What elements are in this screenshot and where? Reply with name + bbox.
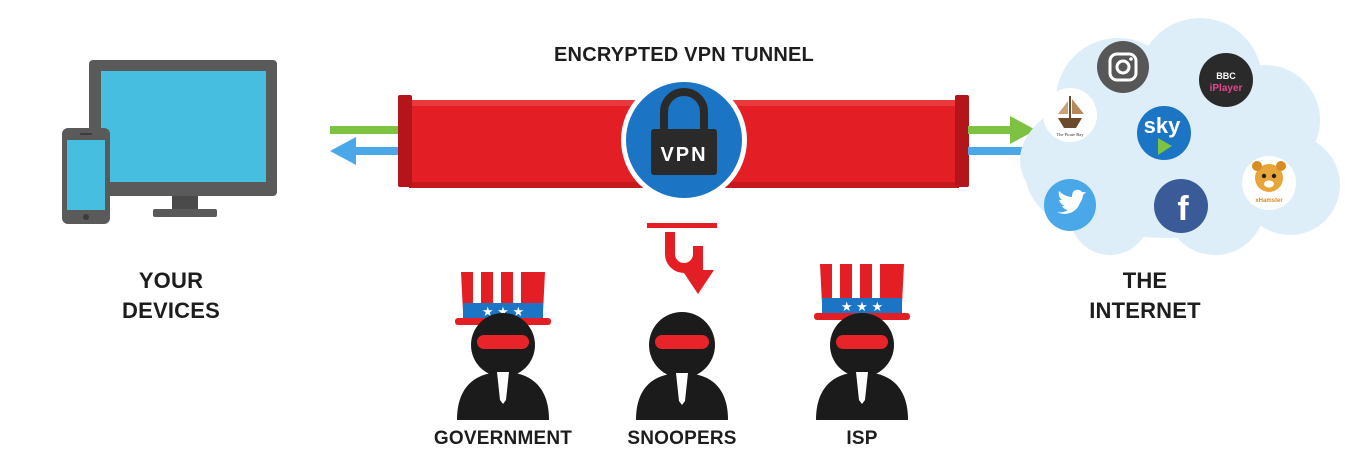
- sky-text: sky: [1144, 113, 1181, 138]
- facebook-text: f: [1177, 190, 1189, 228]
- svg-text:★ ★ ★: ★ ★ ★: [841, 299, 883, 314]
- pirate-bay-text: The Pirate Bay: [1057, 132, 1085, 137]
- twitter-icon: [1044, 179, 1096, 231]
- xhamster-icon: xHamster: [1242, 156, 1296, 210]
- pirate-bay-icon: The Pirate Bay: [1043, 88, 1097, 142]
- devices-illustration: [62, 60, 277, 224]
- iplayer-text: iPlayer: [1210, 83, 1243, 94]
- bbc-iplayer-icon: BBC iPlayer: [1199, 53, 1253, 107]
- bbc-text: BBC: [1216, 71, 1236, 81]
- devices-label-line1: YOUR: [138, 268, 204, 293]
- left-arrows: [330, 126, 400, 165]
- monitor-icon: [89, 60, 277, 217]
- instagram-icon: [1097, 41, 1149, 93]
- incoming-arrow-right: [968, 147, 1034, 155]
- vpn-lock-label: VPN: [660, 144, 707, 166]
- right-arrows: [968, 116, 1036, 155]
- smartphone-icon: [62, 128, 110, 224]
- incoming-arrow-shaft: [352, 147, 400, 155]
- deflect-arrow-icon: [647, 223, 717, 294]
- vpn-lock-icon: [621, 77, 747, 203]
- isp-label: ISP: [846, 428, 878, 449]
- facebook-icon: f: [1154, 179, 1208, 233]
- outgoing-arrow-shaft: [968, 126, 1014, 134]
- tunnel-cap-left: [398, 95, 412, 187]
- snoopers-figure: [636, 312, 728, 420]
- outgoing-arrow-head: [1010, 116, 1036, 144]
- government-figure: ★ ★ ★: [455, 272, 551, 420]
- tunnel-cap-right: [955, 95, 969, 187]
- government-label: GOVERNMENT: [433, 428, 573, 449]
- sky-icon: sky: [1137, 106, 1191, 160]
- tunnel-title: ENCRYPTED VPN TUNNEL: [554, 44, 814, 66]
- uncle-sam-hat-icon: ★ ★ ★: [814, 264, 910, 320]
- internet-label-line2: INTERNET: [1089, 298, 1201, 323]
- devices-label-line2: DEVICES: [122, 298, 220, 323]
- isp-figure: ★ ★ ★: [814, 264, 910, 420]
- incoming-arrow-head: [330, 137, 356, 165]
- xhamster-text: xHamster: [1255, 198, 1283, 204]
- internet-label-line1: THE: [1122, 268, 1168, 293]
- snoopers-label: SNOOPERS: [627, 428, 737, 449]
- outgoing-arrow-left: [330, 126, 400, 134]
- internet-label: THE INTERNET: [1070, 266, 1220, 326]
- devices-label: YOUR DEVICES: [96, 266, 246, 326]
